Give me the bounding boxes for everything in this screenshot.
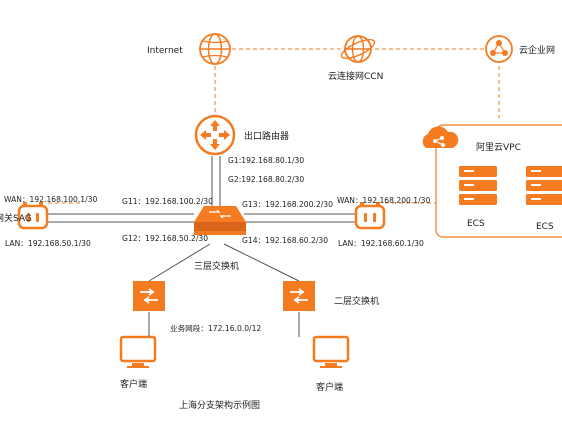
server-icon-ecs-2 xyxy=(526,166,562,205)
vpc-container xyxy=(435,124,562,238)
g13-address: G13：192.168.200.2/30 xyxy=(242,200,333,209)
ccn-label: 云连接网CCN xyxy=(328,70,383,82)
monitor-icon-left xyxy=(119,335,157,368)
ecs-2-label: ECS xyxy=(536,222,554,232)
router-g2-address: G2:192.168.80.2/30 xyxy=(228,175,304,184)
server-icon-ecs-1 xyxy=(459,166,497,205)
monitor-icon-right xyxy=(312,335,350,368)
cen-icon xyxy=(485,35,513,63)
internet-label: Internet xyxy=(147,46,183,56)
g11-address: G11：192.168.100.2/30 xyxy=(122,197,213,206)
exit-router-label: 出口路由器 xyxy=(244,130,289,142)
g14-address: G14：192.168.60.2/30 xyxy=(242,236,328,245)
l2-switch-label: 二层交换机 xyxy=(334,295,379,307)
link-switch-l2right xyxy=(223,243,300,282)
diagram-caption: 上海分支架构示例图 xyxy=(179,399,260,411)
sag-right-wan-address: WAN：192.168.200.1/30 xyxy=(337,196,431,205)
g12-address: G12：192.168.50.2/30 xyxy=(122,234,208,243)
link-switch-l2left xyxy=(148,243,211,282)
ecs-1-label: ECS xyxy=(467,219,485,229)
business-segment-label: 业务网段：172.16.0.0/12 xyxy=(170,323,261,333)
sag-left-lan-address: LAN：192.168.50.1/30 xyxy=(5,239,91,248)
l2-switch-icon-right xyxy=(283,281,315,311)
vpc-cloud-icon xyxy=(422,126,459,148)
core-switch-icon xyxy=(194,206,246,235)
router-g1-address: G1:192.168.80.1/30 xyxy=(228,156,304,165)
router-icon xyxy=(194,114,236,156)
connection-lines xyxy=(48,48,500,337)
vpc-label: 阿里云VPC xyxy=(476,142,521,153)
sag-right-lan-address: LAN：192.168.60.1/30 xyxy=(338,239,424,248)
cen-label: 云企业网 xyxy=(519,44,555,56)
l2-switch-icon-left xyxy=(133,281,165,311)
sag-left-wan-address: WAN：192.168.100.1/30 xyxy=(4,195,98,204)
client-left-label: 客户端 xyxy=(120,378,147,390)
sag-icon-right xyxy=(354,202,386,230)
ccn-network-icon xyxy=(340,35,376,63)
sag-left-label: 网关SAG xyxy=(0,212,32,224)
sag-icon-left xyxy=(17,202,49,230)
client-right-label: 客户端 xyxy=(316,381,343,393)
globe-icon xyxy=(199,33,231,65)
core-switch-label: 三层交换机 xyxy=(194,260,239,272)
